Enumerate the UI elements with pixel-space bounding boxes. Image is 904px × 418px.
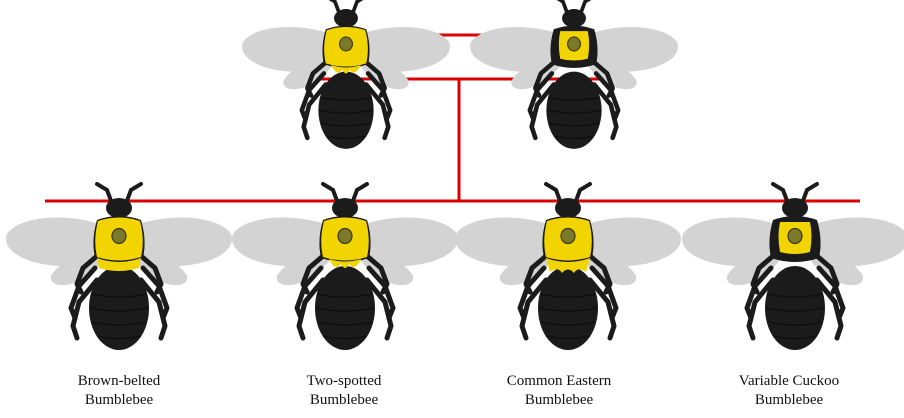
caption-line1: Brown-belted [19, 372, 219, 391]
connector-lines [45, 35, 860, 201]
thorax-spot [338, 229, 352, 244]
child-bee-common-eastern [455, 184, 681, 350]
thorax-spot [561, 229, 575, 244]
caption-line1: Common Eastern [459, 372, 659, 391]
child-bee-variable-cuckoo [682, 184, 904, 350]
thorax-spot [112, 229, 126, 244]
caption-line2: Bumblebee [19, 391, 219, 410]
caption-brown-belted: Brown-belted Bumblebee [19, 372, 219, 410]
thorax-spot [788, 229, 802, 244]
caption-two-spotted: Two-spotted Bumblebee [244, 372, 444, 410]
child-bee-brown-belted [6, 184, 232, 350]
parent-bee-left [242, 0, 450, 149]
caption-line2: Bumblebee [244, 391, 444, 410]
caption-line2: Bumblebee [689, 391, 889, 410]
bee-markings [559, 31, 589, 60]
caption-line1: Variable Cuckoo [689, 372, 889, 391]
thorax-spot [568, 37, 581, 51]
caption-line1: Two-spotted [244, 372, 444, 391]
bee-markings [95, 218, 143, 272]
bee-markings [779, 222, 812, 254]
caption-line2: Bumblebee [459, 391, 659, 410]
bee-markings [544, 218, 592, 274]
caption-common-eastern: Common Eastern Bumblebee [459, 372, 659, 410]
caption-variable-cuckoo: Variable Cuckoo Bumblebee [689, 372, 889, 410]
parent-bee-right [470, 0, 678, 149]
child-bee-two-spotted [232, 184, 458, 350]
thorax-spot [340, 37, 353, 51]
